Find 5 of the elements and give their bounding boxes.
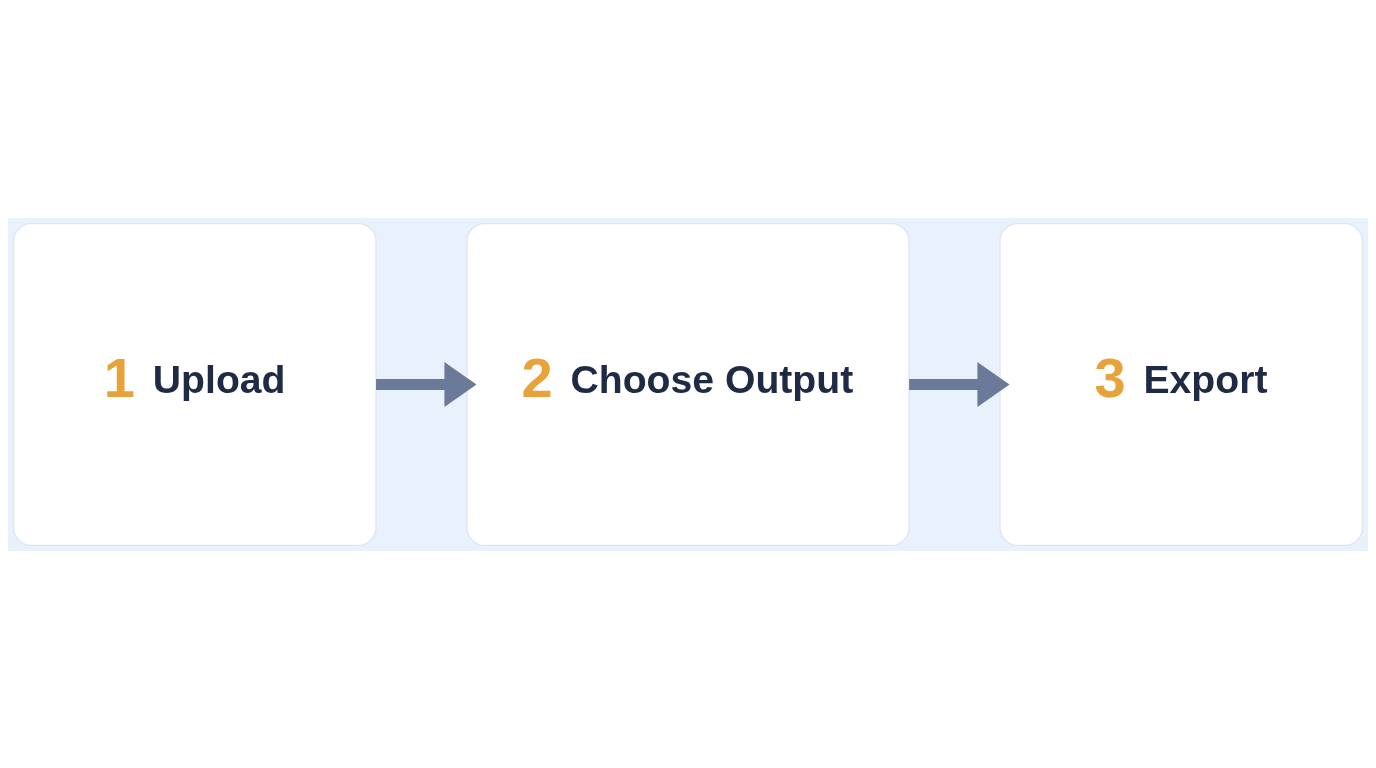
arrow	[909, 361, 1010, 407]
node-box: 1 Upload	[12, 222, 377, 546]
node-box: 3 Export	[999, 222, 1364, 546]
node-box: 2 Choose Output	[466, 222, 910, 546]
arrow	[376, 361, 477, 407]
